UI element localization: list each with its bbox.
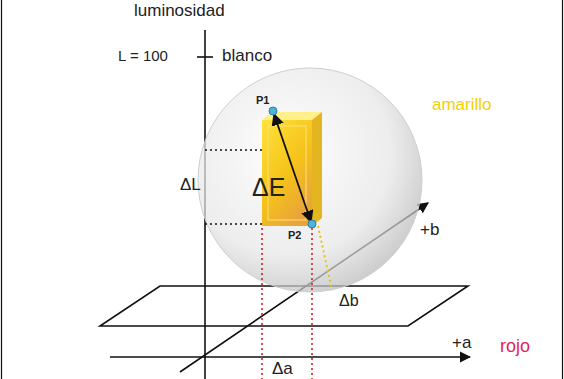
delta-label: ΔL — [180, 176, 201, 195]
delta-l-guide — [205, 149, 262, 151]
color-difference-box — [262, 112, 322, 226]
a-axis — [110, 356, 470, 358]
delta-b-guide — [318, 226, 332, 290]
point-p1 — [269, 107, 277, 115]
axis-label: +a — [452, 334, 471, 353]
point-label: P2 — [288, 229, 301, 241]
delta-label: Δb — [337, 292, 361, 310]
color-name: amarillo — [432, 96, 492, 115]
delta-a-guide — [261, 228, 263, 379]
delta-e-label: ΔE — [252, 174, 285, 202]
point-p2 — [308, 220, 316, 228]
axis-value: L = 100 — [118, 48, 168, 65]
axis-value-name: blanco — [222, 47, 272, 66]
delta-a-guide — [311, 228, 313, 379]
delta-label: Δa — [272, 360, 293, 379]
axis-label: +b — [420, 221, 439, 240]
delta-e-arrow — [274, 114, 311, 222]
point-label: P1 — [256, 94, 269, 106]
tolerance-sphere — [198, 68, 422, 292]
axis-title: luminosidad — [134, 2, 225, 21]
l-100-tick — [197, 56, 213, 58]
color-name: rojo — [500, 337, 530, 357]
ab-plane — [100, 286, 468, 326]
